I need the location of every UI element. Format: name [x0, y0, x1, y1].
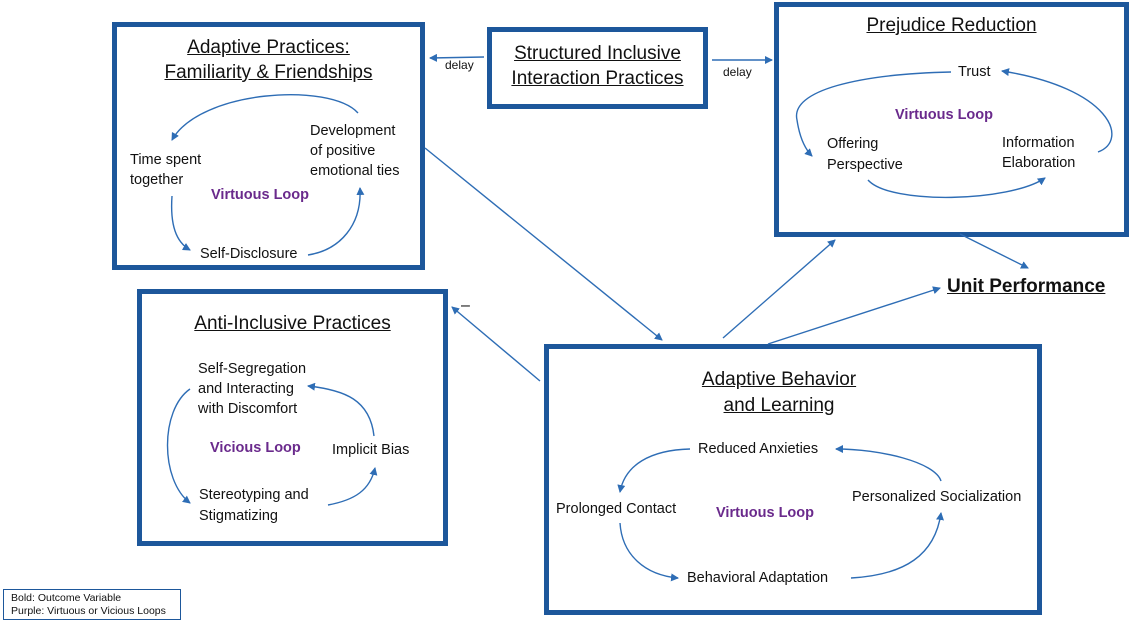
node-implicit-bias: Implicit Bias: [332, 442, 410, 458]
node-personalized-socialization: Personalized Socialization: [852, 489, 1022, 505]
legend-line-purple: Purple: Virtuous or Vicious Loops: [11, 605, 166, 617]
node-behavioral-adaptation: Behavioral Adaptation: [687, 570, 829, 586]
node-offering-2: Perspective: [827, 157, 903, 173]
delay-label-left: delay: [445, 58, 474, 72]
anti-inclusive-title: Anti-Inclusive Practices: [194, 313, 391, 334]
node-segregation-1: Self-Segregation: [198, 361, 307, 377]
box-adaptive-practices: [112, 22, 425, 270]
legend-line-bold: Bold: Outcome Variable: [11, 592, 122, 604]
structured-title-2: Interaction Practices: [511, 68, 684, 89]
adaptive-behavior-title-2: and Learning: [723, 395, 835, 416]
node-segregation-3: with Discomfort: [198, 401, 298, 417]
arrow-prejudice-reduction-to-unit-performance: [959, 233, 1029, 269]
node-segregation-2: and Interacting: [198, 381, 294, 397]
loop-label-prejudice-reduction: Virtuous Loop: [895, 107, 994, 123]
node-trust: Trust: [958, 64, 991, 80]
structured-title-1: Structured Inclusive: [514, 43, 681, 64]
node-time-spent-2: together: [130, 172, 184, 188]
node-time-spent-1: Time spent: [130, 152, 202, 168]
node-development-2: of positive: [310, 143, 376, 159]
adaptive-practices-title-2: Familiarity & Friendships: [164, 62, 373, 83]
node-development-1: Development: [310, 123, 396, 139]
outcome-unit-performance: Unit Performance: [947, 276, 1106, 297]
negative-label: –: [461, 297, 470, 314]
arrow-adaptive-behavior-to-unit-performance: [767, 286, 941, 345]
adaptive-behavior-title-1: Adaptive Behavior: [701, 369, 857, 390]
loop-label-adaptive-practices: Virtuous Loop: [211, 187, 310, 203]
node-information-2: Elaboration: [1002, 155, 1076, 171]
adaptive-practices-title-1: Adaptive Practices:: [187, 37, 350, 58]
prejudice-reduction-title: Prejudice Reduction: [866, 15, 1037, 36]
arrow-adaptive-behavior-to-prejudice-reduction: [722, 239, 836, 339]
node-development-3: emotional ties: [310, 163, 400, 179]
legend: Bold: Outcome Variable Purple: Virtuous …: [3, 589, 181, 620]
node-stereotyping-2: Stigmatizing: [199, 508, 278, 524]
node-self-disclosure: Self-Disclosure: [200, 246, 298, 262]
node-information-1: Information: [1002, 135, 1075, 151]
node-stereotyping-1: Stereotyping and: [199, 487, 309, 503]
delay-label-right: delay: [723, 65, 752, 79]
loop-label-anti-inclusive: Vicious Loop: [210, 440, 301, 456]
arrow-adaptive-behavior-to-anti-inclusive: [451, 306, 541, 382]
loop-label-adaptive-behavior: Virtuous Loop: [716, 505, 815, 521]
node-offering-1: Offering: [827, 136, 879, 152]
node-prolonged-contact: Prolonged Contact: [556, 501, 677, 517]
node-reduced-anxieties: Reduced Anxieties: [698, 441, 819, 457]
box-structured-inclusive: [487, 27, 708, 109]
